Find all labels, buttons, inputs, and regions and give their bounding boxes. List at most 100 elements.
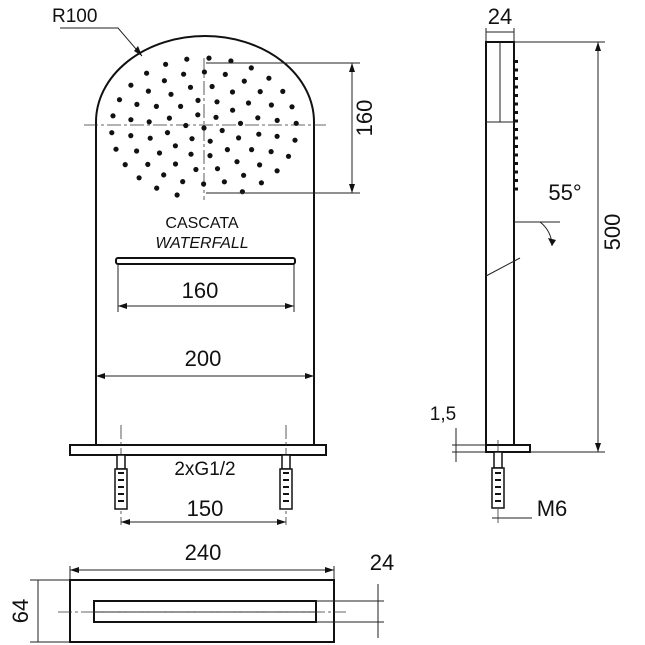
- plate-thickness-dim: 1,5: [430, 404, 456, 425]
- nozzle-hole: [289, 104, 295, 110]
- total-height-dim: 500: [600, 214, 625, 251]
- side-view: 24 55° 500 1,5: [430, 4, 625, 525]
- arrow: [70, 567, 79, 573]
- nozzle-hole: [109, 130, 115, 136]
- arrow: [285, 303, 294, 309]
- nozzle-hole: [188, 151, 194, 157]
- arrow: [305, 373, 314, 379]
- label-cascata: CASCATA: [165, 215, 239, 232]
- base-plate: [69, 444, 327, 456]
- nozzle-hole: [274, 168, 280, 174]
- inlet-left: [114, 425, 128, 525]
- arrow: [548, 238, 556, 246]
- nozzle-hole: [195, 112, 201, 118]
- nozzle-hole: [181, 71, 187, 77]
- inlet-spacing-dim: 150: [187, 496, 224, 521]
- nozzle-hole: [234, 159, 240, 165]
- arrow: [118, 303, 127, 309]
- nozzle-hole: [207, 153, 213, 159]
- arrow: [349, 63, 355, 72]
- nozzle-hole: [285, 153, 292, 159]
- panel-width-dim: 200: [185, 346, 222, 371]
- nozzle-hole: [237, 120, 244, 126]
- nozzle-hole: [113, 146, 119, 152]
- nozzle-hole: [241, 78, 247, 84]
- arrow: [96, 373, 105, 379]
- side-nozzle: [514, 119, 518, 123]
- nozzle-hole: [161, 78, 167, 84]
- nozzle-hole: [293, 120, 299, 126]
- nozzle-hole: [180, 179, 186, 185]
- nozzle-hole: [136, 175, 142, 181]
- plan-outline: [69, 579, 335, 643]
- nozzle-hole: [116, 97, 123, 103]
- side-nozzle: [514, 94, 518, 97]
- radius-arrow: [134, 46, 142, 56]
- nozzle-hole: [258, 180, 264, 186]
- nozzle-hole: [178, 103, 184, 109]
- front-view: CASCATA WATERFALL R100 160 160 200: [52, 6, 377, 525]
- arrow: [595, 443, 601, 452]
- nozzle-hole: [228, 58, 234, 64]
- nozzle-hole: [266, 75, 272, 81]
- nozzle-hole: [230, 107, 236, 113]
- nozzle-hole: [209, 83, 215, 90]
- inlet-dim: 2xG1/2: [174, 459, 235, 480]
- nozzle-hole: [257, 162, 263, 168]
- nozzle-hole: [255, 115, 261, 121]
- nozzle-hole: [222, 71, 228, 77]
- nozzle-hole: [183, 122, 189, 129]
- nozzle-hole: [174, 192, 180, 198]
- nozzle-hole: [168, 91, 174, 97]
- nozzle-hole: [128, 133, 134, 139]
- side-nozzle: [514, 85, 518, 89]
- nozzle-hole: [110, 113, 116, 119]
- nozzle-hole: [201, 125, 207, 131]
- side-nozzle: [514, 128, 518, 131]
- nozzle-hole: [166, 115, 172, 121]
- nozzle-hole: [241, 172, 247, 178]
- plan-inner-dim: 24: [370, 550, 394, 575]
- side-nozzle: [514, 153, 518, 157]
- side-nozzle: [514, 145, 518, 148]
- arrow: [325, 567, 334, 573]
- inlet-right: [279, 425, 293, 525]
- side-nozzle: [514, 111, 518, 114]
- nozzle-hole: [206, 55, 212, 61]
- nozzle-hole: [292, 137, 298, 143]
- side-nozzle: [514, 102, 518, 106]
- arrow: [121, 519, 130, 525]
- side-nozzle: [514, 179, 518, 182]
- side-depth-dim: 24: [488, 4, 512, 29]
- nozzle-hole: [207, 138, 213, 144]
- plan-view: 240 64 24: [8, 540, 394, 643]
- plan-depth-dim: 64: [8, 599, 33, 623]
- side-nozzle: [514, 136, 518, 140]
- arrow: [349, 184, 355, 193]
- nozzle-hole: [280, 88, 286, 94]
- nozzle-hole: [201, 69, 207, 75]
- nozzle-hole: [153, 103, 159, 109]
- nozzle-hole: [219, 127, 225, 134]
- side-nozzle: [514, 170, 518, 174]
- side-nozzle: [514, 77, 518, 80]
- side-nozzle: [514, 60, 518, 63]
- nozzle-hole: [201, 181, 207, 187]
- arc-height-dim: 160: [352, 100, 377, 137]
- nozzle-hole: [245, 100, 252, 106]
- nozzle-hole: [268, 149, 274, 155]
- radius-dim: R100: [52, 6, 97, 27]
- nozzle-hole: [239, 189, 245, 195]
- nozzle-hole: [229, 89, 236, 95]
- nozzle-hole: [221, 179, 227, 185]
- nozzle-hole: [249, 147, 255, 153]
- nozzle-hole: [214, 99, 220, 105]
- nozzle-hole: [147, 135, 153, 141]
- arrow: [595, 42, 601, 51]
- side-nozzle: [514, 162, 518, 165]
- label-waterfall: WATERFALL: [155, 235, 248, 252]
- side-base-plate: [485, 444, 531, 453]
- radius-leader: [60, 27, 143, 57]
- nozzle-hole: [144, 70, 150, 76]
- nozzle-hole: [257, 89, 263, 95]
